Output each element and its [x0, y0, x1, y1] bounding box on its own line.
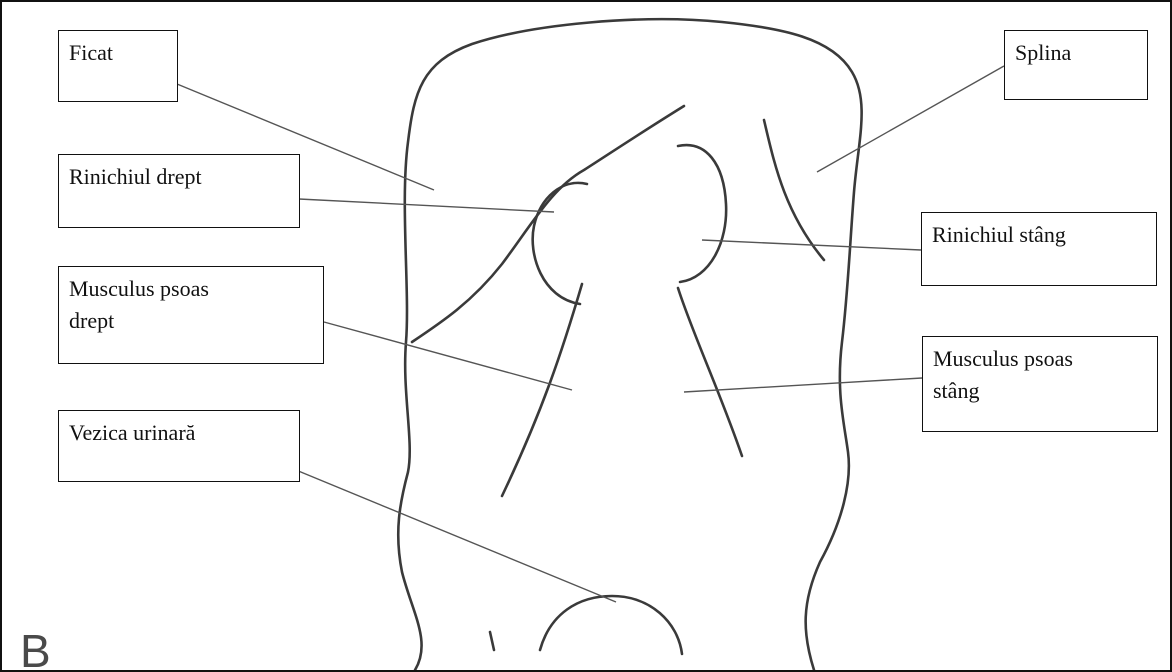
leader-rinichiul-drept	[299, 199, 554, 212]
label-splina: Splina	[1004, 30, 1148, 100]
right-kidney	[533, 183, 587, 304]
label-vezica-urinara: Vezica urinară	[58, 410, 300, 482]
label-psoas-drept: Musculus psoas drept	[58, 266, 324, 364]
label-rinichiul-stang: Rinichiul stâng	[921, 212, 1157, 286]
label-ficat: Ficat	[58, 30, 178, 102]
left-psoas	[678, 288, 742, 456]
leader-psoas-stang	[684, 378, 922, 392]
bladder	[540, 596, 682, 654]
small-tick	[490, 632, 494, 650]
left-kidney	[678, 145, 726, 282]
label-rinichiul-drept: Rinichiul drept	[58, 154, 300, 228]
leader-vezica	[262, 456, 616, 602]
body-outline	[398, 19, 861, 670]
label-psoas-stang: Musculus psoas stâng	[922, 336, 1158, 432]
panel-letter: B	[20, 628, 51, 672]
leader-splina	[817, 66, 1004, 172]
leader-psoas-drept	[324, 322, 572, 390]
spleen-edge	[764, 120, 824, 260]
liver-edge	[412, 106, 684, 342]
